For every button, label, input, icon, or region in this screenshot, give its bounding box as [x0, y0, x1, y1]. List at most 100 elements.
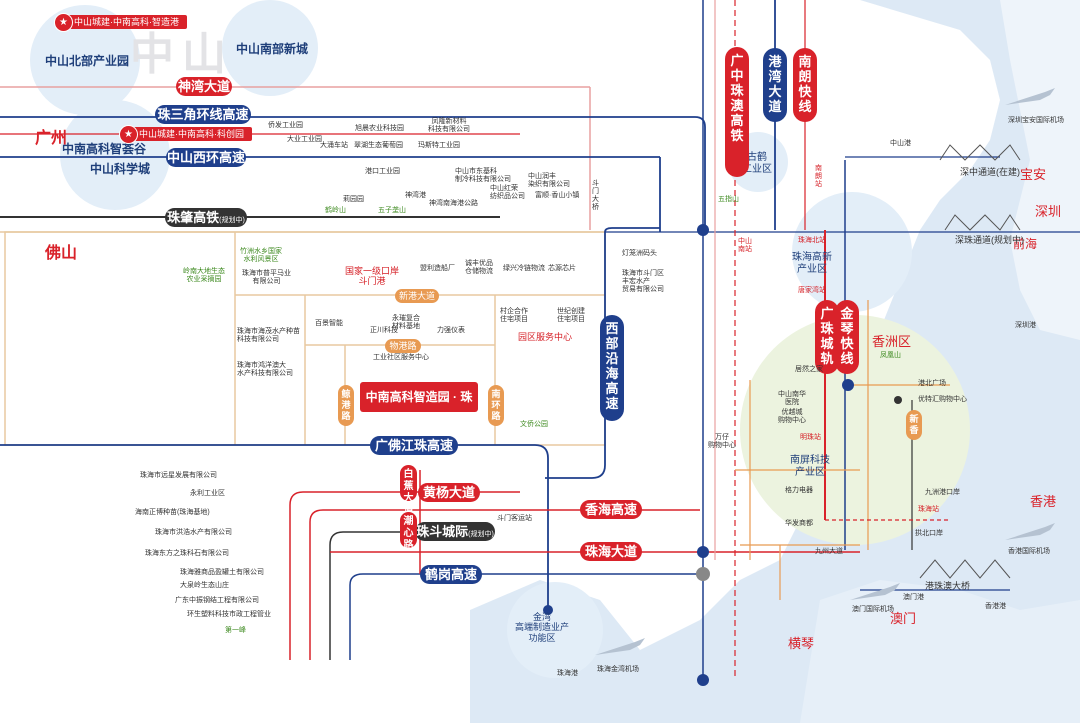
zs-south-bubble — [222, 0, 318, 96]
place-dalong: 大泉岭生态山庄 — [180, 582, 229, 589]
road-guangfojiang: 广佛江珠高速 — [370, 436, 458, 455]
place-macau-airport: 澳门国际机场 — [852, 606, 894, 613]
road-shenwan: 神湾大道 — [176, 77, 232, 96]
airplane-icon — [1005, 88, 1055, 105]
place-tangjia: 唐家湾站 — [798, 287, 826, 294]
place-zhongde: 盟利造船厂 — [420, 265, 455, 272]
badge-kechuangyuan: ★中山城建·中南高科·科创园 — [119, 125, 252, 144]
place-jiuzhou: 九洲港口岸 — [925, 489, 960, 496]
road-nanlang: 南朗快线 — [793, 48, 817, 122]
zn-valley-label: 中南高科智荟谷 — [62, 142, 147, 156]
zhuhai-hi-bubble — [792, 192, 912, 312]
shenzhong-bridge — [939, 144, 1021, 161]
gangzhu-bridge — [919, 559, 1011, 579]
place-wenqiao: 文侨公园 — [520, 421, 548, 428]
badge-zhizaogang: ★中山城建·中南高科·智造港 — [54, 13, 187, 32]
place-yuanxing: 珠海市远星发展有限公司 — [140, 472, 217, 479]
airplane-icon — [1005, 523, 1055, 540]
shenzhu-bridge — [944, 214, 1021, 231]
baoan-label: 宝安 — [1020, 167, 1047, 182]
place-zhengchuan: 正川科技 — [370, 327, 398, 334]
macau-label: 澳门 — [890, 611, 917, 626]
place-xinpu: 珠海雅商品盈罐土有限公司 — [180, 569, 264, 576]
place-gongbei: 拱北口岸 — [915, 530, 943, 537]
place-hk-airport: 香港国际机场 — [1008, 548, 1050, 555]
place-mingzhu: 明珠站 — [800, 434, 821, 441]
place-gy-service: 工业社区服务中心 — [373, 354, 429, 361]
place-fengjia: 凤凰山 — [880, 352, 901, 359]
guhe-label: 古鹤 工业区 — [742, 152, 772, 175]
place-huasheng: 环生塑料科技市政工程管业 — [187, 611, 271, 618]
place-hengshan: 鹤岭山 — [325, 207, 346, 214]
place-nanlang-st: 南朗站 — [815, 165, 822, 189]
place-baijing: 百景智能 — [315, 320, 343, 327]
place-zhuhai-hosp: 中山南华 医院 — [778, 391, 806, 407]
place-shentang: 神湾港 — [405, 192, 426, 199]
place-youcheng: 优越城 购物中心 — [778, 409, 806, 425]
road-xiangang: 香海高速 — [580, 500, 642, 519]
road-chaoxin: 潮心路 — [400, 512, 417, 551]
star-icon: ★ — [119, 125, 138, 144]
place-wuzhishan: 五指山 — [718, 196, 739, 203]
place-jiuzhou-ave: 九州大道 — [815, 548, 843, 555]
jinwan-bubble — [507, 582, 603, 678]
place-macau-port: 澳门港 — [903, 594, 924, 601]
place-mahua: 玛斯特工业园 — [418, 142, 460, 149]
nanping-label: 南屏科技 产业区 — [790, 455, 830, 478]
place-cuiheng-eco: 翠湖生态葡萄园 — [354, 142, 403, 149]
sea-east — [1000, 0, 1080, 340]
place-zhongshan-hr: 中山润丰 染织有限公司 — [528, 173, 570, 189]
road-jinggang: 鲸港路 — [338, 385, 354, 426]
road-baijiao: 白蕉大道 — [400, 465, 417, 516]
zs-north-label: 中山北部产业园 — [45, 54, 130, 68]
zhuhai-hi-label: 珠海高新 产业区 — [792, 252, 832, 275]
place-wanzai: 万仔 购物中心 — [708, 434, 736, 450]
road-guangzhong: 广中珠澳高铁 — [725, 47, 749, 177]
xiangzhou-label: 香洲区 — [872, 334, 912, 349]
place-zs-south: 中山 南站 — [738, 238, 752, 254]
road-zhuhai-avenue: 珠海大道 — [580, 542, 642, 561]
place-lingzhou: 岭南大地生态 农业采摘园 — [183, 268, 225, 284]
place-zhuhai-port: 珠海港 — [557, 670, 578, 677]
road-nanhuan: 南环路 — [488, 385, 504, 426]
place-juli: 居然之家 — [795, 366, 823, 373]
road-wugang: 物港路 — [385, 339, 421, 353]
place-hongyang: 珠海市鸿洋澳大 水产科技有限公司 — [237, 362, 293, 378]
road-gangwan: 港湾大道 — [763, 48, 787, 122]
place-shenzhen-port: 深圳港 — [1015, 322, 1036, 329]
place-daye-ind: 大业工业园 — [287, 136, 322, 143]
jinwan-label: 金湾 高端制造业产 功能区 — [515, 612, 570, 643]
place-cunqihe: 村企合作 住宅项目 — [500, 308, 528, 324]
road-huangyang: 黄杨大道 — [418, 483, 480, 502]
place-baorui: 旭晨农业科技园 — [355, 125, 404, 132]
airplane-icon — [595, 638, 645, 655]
place-zhongshan-hj: 中山红荣 纺织品公司 — [490, 185, 525, 201]
place-doumen-passenger: 斗门客运站 — [497, 515, 532, 522]
place-zhongshan-grp: 中山市东基科 制冷科技有限公司 — [455, 168, 511, 184]
place-diyi: 第一峰 — [225, 627, 246, 634]
road-xinxiang: 新香 — [906, 410, 922, 440]
place-chengfeng: 诚丰优品 仓储物流 — [465, 260, 493, 276]
road-zhuzhao: 珠肇高铁(规划中) — [165, 208, 247, 227]
road-west-coast: 西部沿海高速 — [600, 315, 624, 421]
place-kongbei: 港北广场 — [918, 380, 946, 387]
place-jinwan-airport: 珠海金湾机场 — [597, 666, 639, 673]
place-xinyuan: 芯源芯片 — [548, 265, 576, 272]
foshan-label: 佛山 — [45, 245, 78, 262]
place-wuzi: 五子垄山 — [378, 207, 406, 214]
place-fulan: 富顺·香山小镇 — [535, 192, 580, 199]
place-yongli: 永利工业区 — [190, 490, 225, 497]
road-jinqin: 金琴快线 — [835, 300, 859, 374]
place-zhongshan-port: 中山港 — [890, 140, 911, 147]
place-gedian: 格力电器 — [785, 487, 813, 494]
place-yuanqu-service: 园区服务中心 — [518, 332, 573, 342]
place-haishen: 珠海市海茂水产种苗 科技有限公司 — [237, 328, 300, 344]
place-guangdong-steel: 广东中振钢结工程有限公司 — [175, 597, 259, 604]
place-yongxie: 永璀复合 材料基地 — [392, 315, 420, 331]
place-haizheng: 海南正博种苗(珠海基地) — [135, 509, 210, 516]
hengqin-label: 横琴 — [788, 636, 815, 651]
sea-area — [560, 0, 1080, 723]
gangzhu-label: 港珠澳大桥 — [925, 581, 971, 591]
